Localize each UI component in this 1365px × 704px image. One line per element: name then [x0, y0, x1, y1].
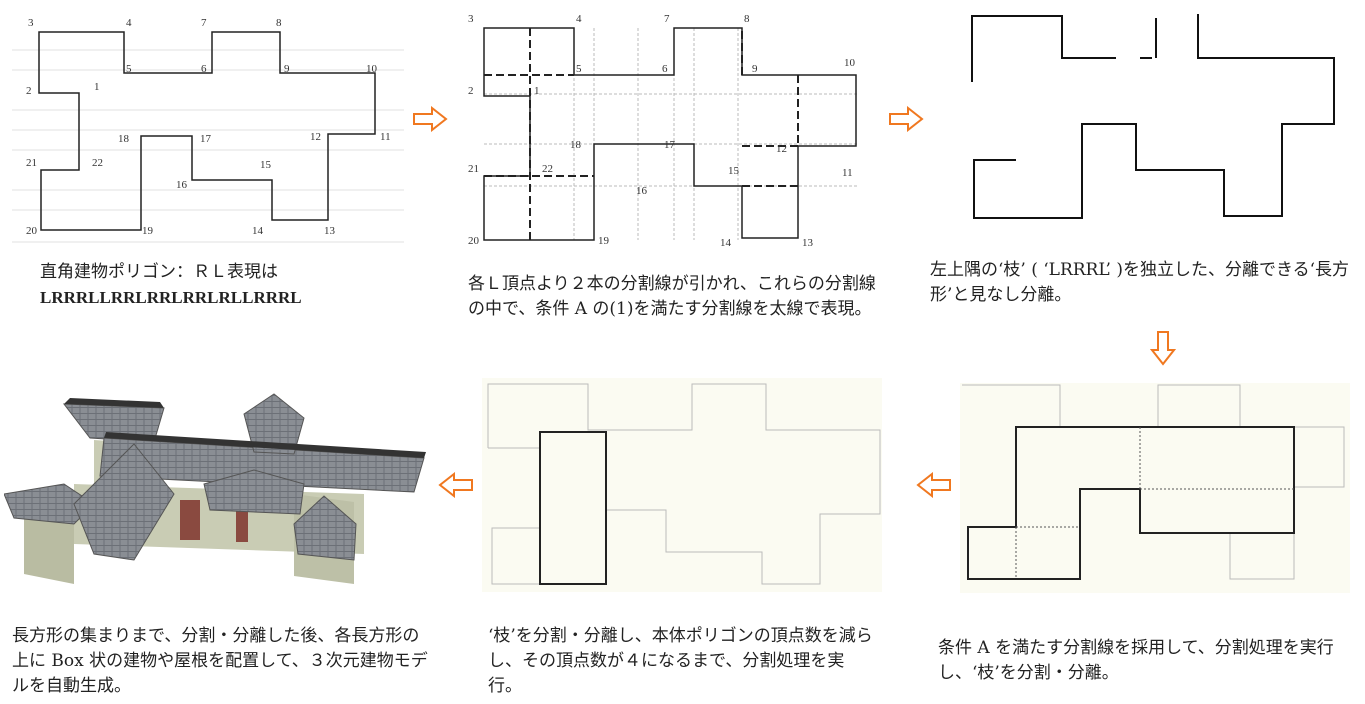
vertex-label: 13: [802, 237, 814, 246]
vertex-label: 8: [744, 13, 750, 25]
panel-reduced-polygon: [482, 378, 882, 592]
vertex-label: 18: [570, 139, 582, 151]
vertex-label: 14: [720, 237, 732, 246]
panel-branch-separated: [970, 12, 1338, 222]
vertex-label: 3: [28, 17, 34, 29]
caption-split-lines: 各Ｌ頂点より２本の分割線が引かれ、これらの分割線の中で、条件 A の(1)を満た…: [468, 272, 878, 322]
vertex-label: 5: [576, 63, 582, 75]
caption-branch-split: 条件 A を満たす分割線を採用して、分割処理を実行し、‘枝’を分割・分離。: [938, 636, 1348, 686]
vertex-label: 21: [468, 163, 479, 175]
vertex-label: 8: [276, 17, 282, 29]
vertex-label: 9: [284, 63, 290, 75]
caption-text: 長方形の集まりまで、分割・分離した後、各長方形の上に Box 状の建物や屋根を配…: [12, 626, 428, 696]
vertex-label: 19: [142, 225, 154, 237]
caption-text: 左上隅の‘枝’ ( ‘LRRRL’ )を独立した、分離できる‘長方形’と見なし分…: [930, 260, 1350, 305]
vertex-label: 14: [252, 225, 264, 237]
vertex-label: 16: [176, 179, 188, 191]
vertex-label: 3: [468, 13, 474, 25]
vertex-label: 11: [842, 167, 853, 179]
vertex-label: 17: [664, 139, 676, 151]
caption-branch-separated: 左上隅の‘枝’ ( ‘LRRRL’ )を独立した、分離できる‘長方形’と見なし分…: [930, 258, 1350, 308]
panel-3d-building: [4, 384, 434, 598]
vertex-label: 12: [310, 131, 321, 143]
vertex-label: 11: [380, 131, 391, 143]
vertex-label: 10: [366, 63, 378, 75]
vertex-label: 20: [26, 225, 38, 237]
rl-polygon-diagram: 1 2 3 4 5 6 7 8 9 10 11 12 13 14 15 16 1…: [12, 17, 404, 243]
vertex-label: 1: [534, 85, 540, 97]
split-lines-diagram: 1 2 3 4 5 6 7 8 9 10 11 12 13 14 15 16 1…: [468, 13, 858, 246]
caption-polygon-rl: 直角建物ポリゴン：ＲＬ表現は LRRRLLRRLRRLRRLRLLRRRL: [40, 260, 380, 310]
vertex-label: 10: [844, 57, 856, 69]
vertex-label: 5: [126, 63, 132, 75]
caption-text: ‘枝’を分割・分離し、本体ポリゴンの頂点数を減らし、その頂点数が４になるまで、分…: [488, 626, 873, 696]
vertex-label: 12: [776, 143, 787, 155]
vertex-label: 19: [598, 235, 610, 246]
vertex-label: 13: [324, 225, 336, 237]
3d-building-model-image: [4, 393, 426, 584]
panel-split-lines: 1 2 3 4 5 6 7 8 9 10 11 12 13 14 15 16 1…: [458, 8, 878, 246]
caption-text: 各Ｌ頂点より２本の分割線が引かれ、これらの分割線の中で、条件 A の(1)を満た…: [468, 274, 876, 319]
vertex-label: 4: [126, 17, 132, 29]
caption-line: 直角建物ポリゴン：ＲＬ表現は: [40, 262, 278, 282]
caption-text: 条件 A を満たす分割線を採用して、分割処理を実行し、‘枝’を分割・分離。: [938, 638, 1334, 683]
vertex-label: 22: [92, 157, 103, 169]
vertex-label: 9: [752, 63, 758, 75]
panel-branch-split: [960, 383, 1350, 593]
vertex-label: 6: [201, 63, 207, 75]
panel-polygon-rl: 1 2 3 4 5 6 7 8 9 10 11 12 13 14 15 16 1…: [12, 10, 404, 244]
vertex-label: 18: [118, 133, 130, 145]
vertex-label: 20: [468, 235, 480, 246]
arrow-right-icon: [412, 105, 448, 136]
vertex-label: 15: [260, 159, 272, 171]
vertex-label: 4: [576, 13, 582, 25]
arrow-down-icon: [1149, 330, 1177, 370]
vertex-label: 15: [728, 165, 740, 177]
rl-sequence: LRRRLLRRLRRLRRLRLLRRRL: [40, 288, 302, 307]
vertex-label: 6: [662, 63, 668, 75]
arrow-left-icon: [438, 471, 474, 502]
vertex-label: 1: [94, 81, 100, 93]
vertex-label: 21: [26, 157, 37, 169]
vertex-label: 22: [542, 163, 553, 175]
vertex-label: 16: [636, 185, 648, 197]
reduced-polygon-diagram: [487, 383, 881, 585]
branch-separated-diagram: [971, 14, 1335, 219]
vertex-label: 2: [468, 85, 474, 97]
caption-3d-building: 長方形の集まりまで、分割・分離した後、各長方形の上に Box 状の建物や屋根を配…: [12, 624, 432, 699]
arrow-left-icon: [916, 471, 952, 502]
branch-split-diagram: [962, 384, 1345, 580]
vertex-label: 7: [201, 17, 207, 29]
vertex-label: 2: [26, 85, 32, 97]
caption-reduced-polygon: ‘枝’を分割・分離し、本体ポリゴンの頂点数を減らし、その頂点数が４になるまで、分…: [488, 624, 878, 699]
vertex-label: 7: [664, 13, 670, 25]
arrow-right-icon: [888, 105, 924, 136]
vertex-label: 17: [200, 133, 212, 145]
